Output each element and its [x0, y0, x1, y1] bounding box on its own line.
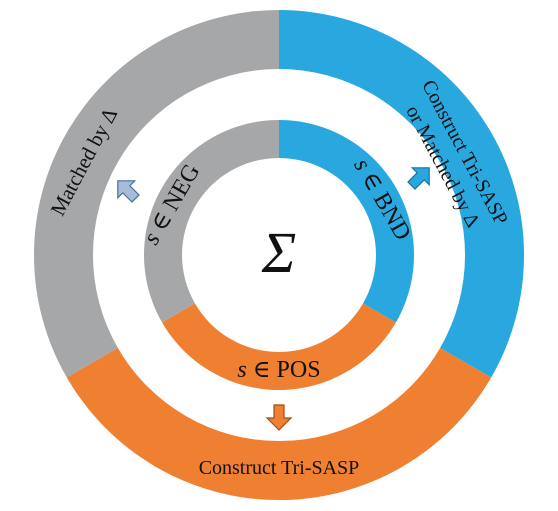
outer-ring-pos-segment: [66, 348, 492, 501]
inner-ring-pos-segment: [162, 303, 396, 390]
outer-ring-neg-segment: [33, 9, 280, 378]
arrow-up-right-icon: [407, 167, 430, 190]
inner-ring-neg-segment: [144, 120, 279, 323]
outer-ring-bnd-segment: [279, 9, 525, 378]
arrow-down-icon: [265, 404, 293, 431]
inner-pos-label: s ∈ POS: [237, 357, 320, 383]
outer-pos-label: Construct Tri-SASP: [199, 457, 360, 479]
inner-ring-bnd-segment: [279, 120, 414, 323]
arrow-up-left-icon: [117, 180, 140, 203]
center-sigma-symbol: Σ: [261, 220, 296, 285]
